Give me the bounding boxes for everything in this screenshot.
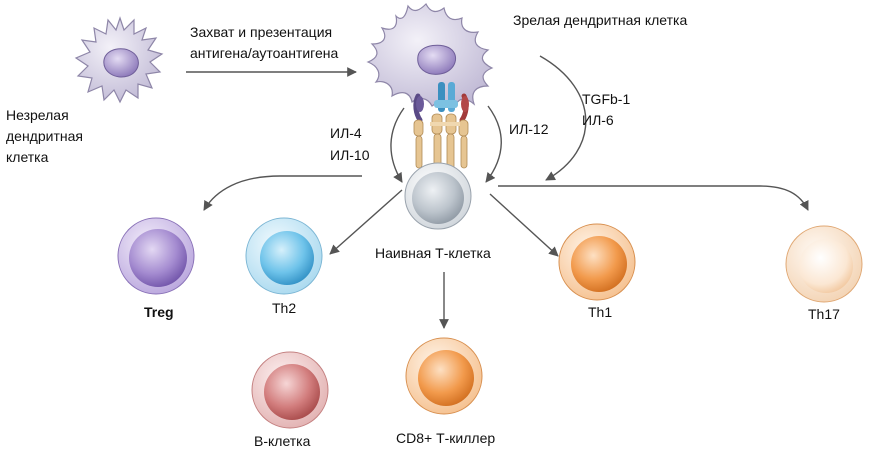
th17-cell: [785, 225, 863, 303]
immature-dendritic-cell: [74, 16, 164, 104]
th17-label: Th17: [808, 306, 840, 322]
th2-cell: [245, 217, 323, 295]
cd8-killer-cell: [405, 337, 483, 415]
il12-arrow: [485, 105, 502, 183]
arrow-to-th17: [498, 185, 809, 211]
immature-dc-label-line2: дендритная: [6, 128, 83, 144]
arrow-to-treg: [203, 175, 362, 211]
naive-t-cell: [404, 162, 472, 230]
th1-label: Th1: [588, 304, 613, 320]
arrows: [186, 55, 809, 329]
treg-cell: [117, 217, 195, 295]
arrow-to-th2: [329, 189, 403, 255]
cd8-label: CD8+ Т-киллер: [396, 430, 496, 446]
il6-label: ИЛ-6: [582, 112, 614, 128]
th2-label: Th2: [272, 300, 297, 316]
il12-label: ИЛ-12: [509, 121, 549, 137]
mature-dendritic-cell: [366, 2, 494, 110]
b-cell-label: B-клетка: [254, 433, 311, 449]
b-cell: [251, 351, 329, 429]
immature-dc-label-line3: клетка: [6, 149, 49, 165]
tgfb1-label: TGFb-1: [582, 91, 631, 107]
il10-label: ИЛ-10: [330, 147, 370, 163]
immature-dc-label-line1: Незрелая: [6, 107, 69, 123]
il4-label: ИЛ-4: [330, 125, 362, 141]
receptor-complex: [413, 82, 469, 171]
il4-il10-arrow: [390, 107, 405, 183]
capture-label-line2: антигена/аутоантигена: [190, 45, 339, 61]
naive-t-cell-label: Наивная Т-клетка: [375, 245, 491, 261]
treg-label: Treg: [144, 304, 174, 320]
mature-dc-label: Зрелая дендритная клетка: [513, 12, 688, 28]
tgfb-arrow: [539, 55, 587, 181]
arrow-to-th1: [489, 193, 559, 257]
capture-label-line1: Захват и презентация: [190, 24, 333, 40]
th1-cell: [558, 223, 636, 301]
